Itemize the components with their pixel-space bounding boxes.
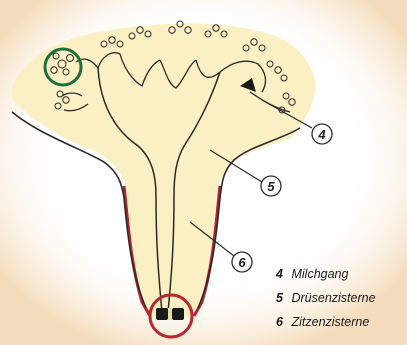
- callout-number: 6: [238, 255, 246, 270]
- legend-item: 6 Zitzenzisterne: [276, 310, 376, 334]
- legend-label: Milchgang: [291, 267, 348, 281]
- legend-item: 4 Milchgang: [276, 262, 376, 286]
- callout-4: 4: [312, 124, 332, 144]
- callout-6: 6: [232, 252, 252, 272]
- callout-number: 4: [317, 127, 326, 142]
- legend-label: Zitzenzisterne: [291, 315, 369, 329]
- legend-label: Drüsenzisterne: [291, 291, 375, 305]
- legend-number: 5: [276, 286, 288, 310]
- callout-number: 5: [267, 179, 275, 194]
- legend-number: 4: [276, 262, 288, 286]
- legend-item: 5 Drüsenzisterne: [276, 286, 376, 310]
- callout-5: 5: [261, 176, 281, 196]
- teat-canal: [156, 308, 184, 320]
- legend: 4 Milchgang 5 Drüsenzisterne 6 Zitzenzis…: [276, 262, 376, 334]
- legend-number: 6: [276, 310, 288, 334]
